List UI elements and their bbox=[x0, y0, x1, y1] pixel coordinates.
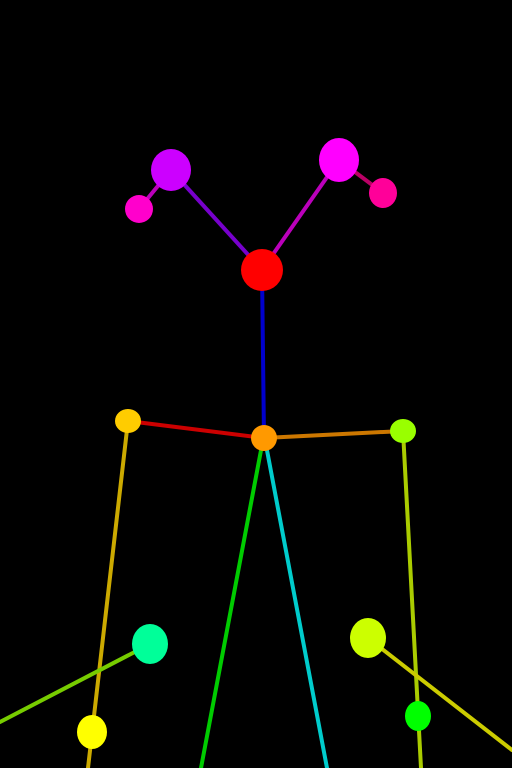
keypoint-left-eye bbox=[151, 149, 191, 191]
limb-right-elbow-to-edge bbox=[366, 636, 512, 752]
limb-left-shoulder-to-left-wrist bbox=[86, 419, 130, 768]
limb-head-to-left-eye bbox=[169, 168, 264, 272]
keypoint-left-elbow bbox=[132, 624, 168, 664]
limb-head-to-neck bbox=[260, 268, 266, 440]
joints-group bbox=[77, 138, 431, 749]
keypoint-neck bbox=[251, 425, 277, 451]
keypoint-left-wrist bbox=[77, 715, 107, 749]
keypoint-right-ear bbox=[369, 178, 397, 208]
keypoint-right-shoulder bbox=[390, 419, 416, 443]
limb-neck-to-right-shoulder bbox=[262, 429, 405, 440]
keypoint-right-eye bbox=[319, 138, 359, 182]
keypoint-left-shoulder bbox=[115, 409, 141, 433]
keypoint-right-elbow bbox=[350, 618, 386, 658]
limbs-group bbox=[0, 158, 512, 768]
limb-neck-to-left-shoulder bbox=[126, 419, 266, 440]
limb-head-to-right-eye bbox=[260, 158, 341, 272]
keypoint-head bbox=[241, 249, 283, 291]
limb-neck-to-right-hip bbox=[264, 443, 329, 768]
limb-left-elbow-to-edge bbox=[0, 642, 152, 724]
keypoint-right-wrist bbox=[405, 701, 431, 731]
keypoint-left-ear bbox=[125, 195, 153, 223]
limb-neck-to-left-hip bbox=[199, 443, 264, 768]
